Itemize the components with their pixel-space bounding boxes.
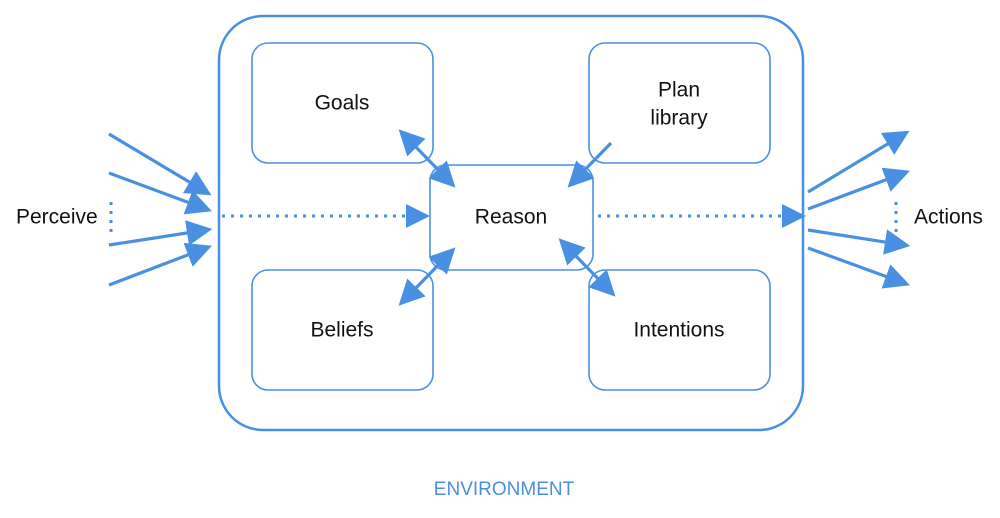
- actions-arrow-1: [807, 130, 910, 194]
- actions-arrow-3: [807, 228, 911, 255]
- actions-arrow-2: [807, 167, 910, 211]
- actions-label: Actions: [914, 206, 983, 229]
- goals-reason-arrow: [398, 129, 456, 188]
- goals-label: Goals: [315, 92, 370, 115]
- plan-library-reason-arrow: [567, 141, 613, 188]
- intentions-label: Intentions: [633, 319, 724, 342]
- intentions-box: Intentions: [588, 269, 771, 391]
- perceive-arrow-1: [108, 132, 212, 196]
- intentions-reason-arrow: [558, 238, 616, 297]
- goals-box: Goals: [251, 42, 434, 164]
- perceive-arrow-2: [108, 171, 213, 215]
- perceive-arrow-3: [108, 220, 213, 247]
- plan-library-label-line1: Plan: [658, 79, 700, 102]
- environment-label: ENVIRONMENT: [434, 479, 575, 500]
- actions-arrow-4: [807, 246, 911, 289]
- reason-box: Reason: [429, 164, 594, 271]
- actions-output-arrows: [807, 130, 911, 289]
- beliefs-label: Beliefs: [310, 319, 373, 342]
- plan-library-label-line2: library: [650, 107, 708, 130]
- perceive-input-arrows: [108, 132, 213, 287]
- beliefs-box: Beliefs: [251, 269, 434, 391]
- perceive-arrow-4: [108, 242, 212, 287]
- perceive-label: Perceive: [16, 206, 98, 229]
- beliefs-reason-arrow: [398, 247, 456, 306]
- reason-label: Reason: [475, 206, 547, 229]
- plan-library-box: Plan library: [588, 42, 771, 164]
